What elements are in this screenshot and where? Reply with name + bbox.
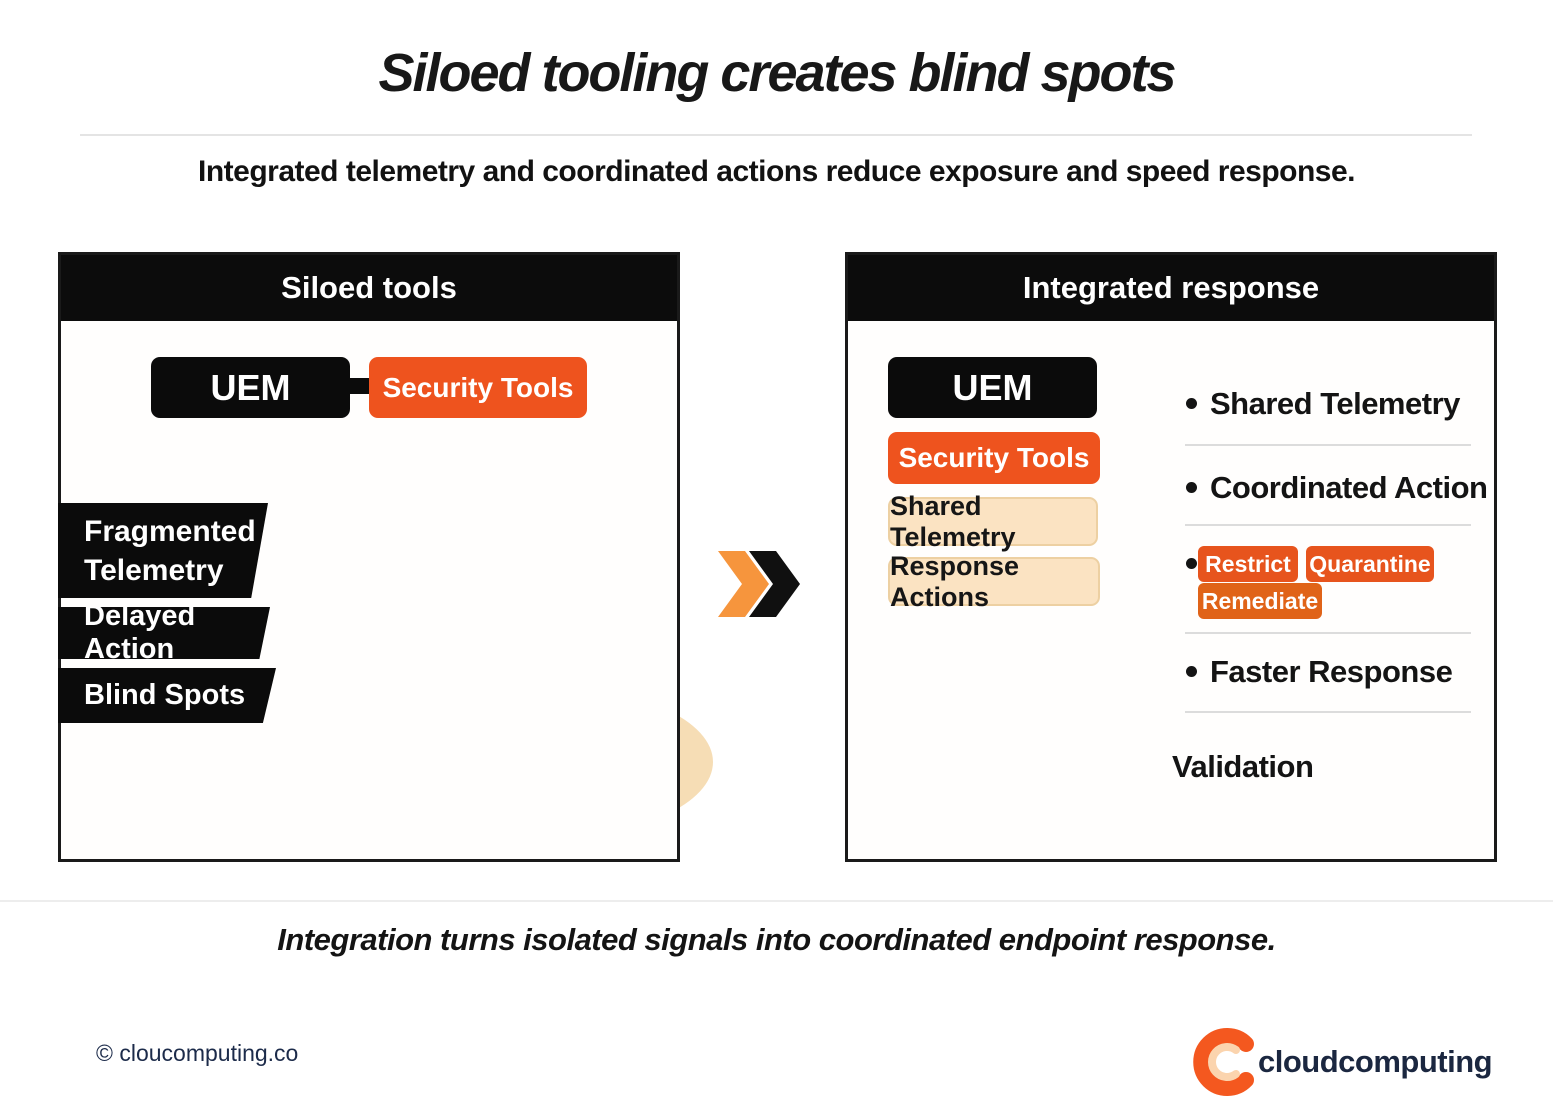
bullet-dot: [1186, 398, 1197, 409]
page-subtitle: Integrated telemetry and coordinated act…: [197, 155, 1356, 188]
uem-security-connector: [344, 378, 376, 394]
validation-label: Validation: [1172, 749, 1314, 784]
caption-text: Integration turns isolated signals into …: [277, 922, 1276, 957]
brand-name: cloudcomputing: [1258, 1044, 1493, 1079]
shared-telemetry-node: Shared Telemetry: [888, 491, 1098, 552]
list-separator: [1185, 711, 1471, 713]
bullet-dot: [1186, 558, 1197, 569]
delayed-action-label: Delayed Action: [58, 607, 270, 659]
caption-strip: [0, 900, 1553, 988]
bullet-dot: [1186, 482, 1197, 493]
title-divider: [80, 134, 1472, 136]
page-title: Siloed tooling creates blind spots: [378, 43, 1176, 103]
list-separator: [1185, 444, 1471, 446]
security-tools-node: Security Tools: [369, 357, 587, 418]
brand-logo-icon: [1193, 1028, 1254, 1096]
bullet-dot: [1186, 666, 1197, 677]
bullet-shared-telemetry: Shared Telemetry: [1210, 386, 1460, 421]
blind-spots-label: Blind Spots: [58, 668, 276, 723]
fragmented-telemetry-label: Fragmented Telemetry: [58, 503, 268, 598]
remediate-button: Remediate: [1198, 583, 1322, 619]
quarantine-button: Quarantine: [1306, 546, 1434, 582]
fragmented-telemetry-line1: Fragmented: [84, 514, 256, 548]
uem-node: UEM: [151, 357, 350, 418]
fragmented-telemetry-line2: Telemetry: [84, 553, 224, 587]
security-tools-node: Security Tools: [888, 432, 1100, 484]
siloed-tools-panel-header: Siloed tools: [61, 255, 677, 321]
integrated-response-panel: Integrated response: [845, 252, 1497, 862]
restrict-button: Restrict: [1198, 546, 1298, 582]
response-actions-node: Response Actions: [888, 551, 1100, 612]
list-separator: [1185, 632, 1471, 634]
bullet-coordinated-action: Coordinated Action: [1210, 470, 1488, 505]
list-separator: [1185, 524, 1471, 526]
double-chevron-right-icon: [718, 551, 800, 617]
integrated-response-panel-header: Integrated response: [848, 255, 1494, 321]
bullet-faster-response: Faster Response: [1210, 654, 1453, 689]
copyright-text: © cloucomputing.co: [96, 1040, 299, 1066]
uem-node: UEM: [888, 357, 1097, 418]
